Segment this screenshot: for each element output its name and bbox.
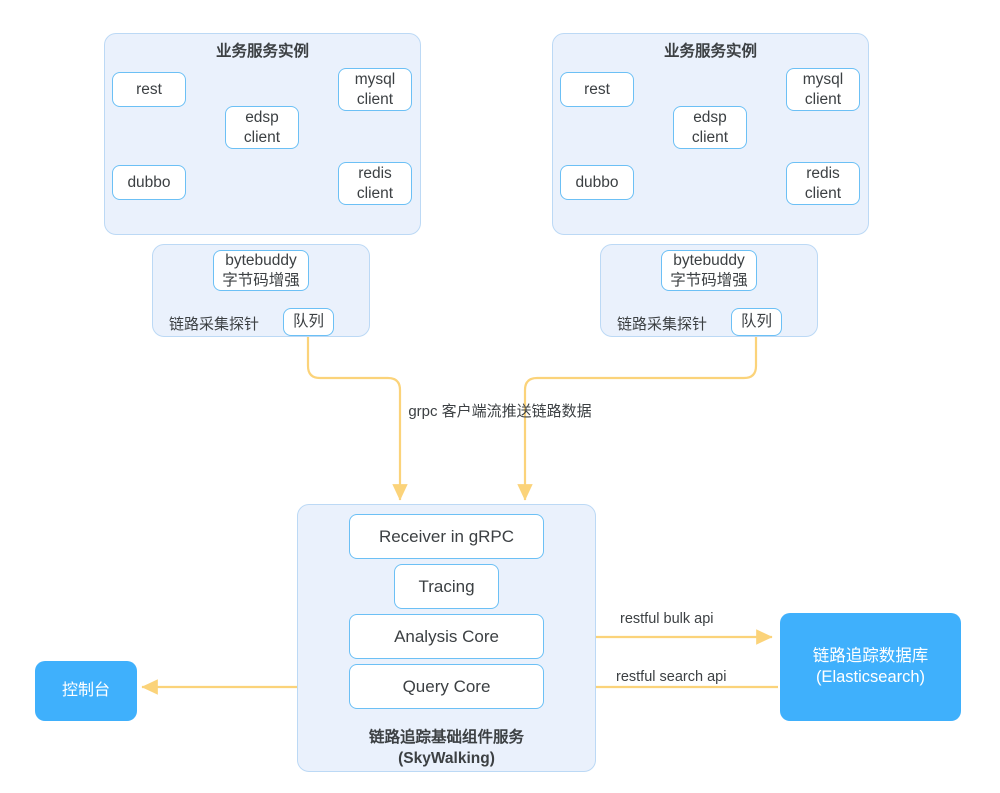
queue-box-1[interactable]: 队列 (283, 308, 334, 336)
probe-caption-2: 链路采集探针 (617, 316, 708, 333)
edsp-client-label-line2-2: client (691, 128, 729, 146)
mysql-client-label-line1-2: mysql (802, 70, 844, 88)
bytebuddy-label-line2-2: 字节码增强 (670, 271, 748, 289)
skywalking-caption: 链路追踪基础组件服务 (SkyWalking) (297, 728, 596, 770)
redis-client-label-line2-1: client (356, 184, 394, 202)
edsp-client-label-line1-1: edsp (245, 108, 279, 126)
receiver-in-grpc-module[interactable]: Receiver in gRPC (349, 514, 544, 559)
mysql-client-label-line2-1: client (356, 90, 394, 108)
console-box[interactable]: 控制台 (35, 661, 137, 721)
rest-component-1[interactable]: rest (112, 72, 186, 107)
rest-component-2[interactable]: rest (560, 72, 634, 107)
bytebuddy-label-line1-1: bytebuddy (225, 251, 297, 269)
search-api-edge-label: restful search api (616, 669, 727, 685)
skywalking-caption-line1: 链路追踪基础组件服务 (368, 729, 524, 746)
queue-label-2: 队列 (740, 313, 772, 331)
bytebuddy-label-line2-1: 字节码增强 (222, 271, 300, 289)
dubbo-component-label-2: dubbo (575, 173, 619, 191)
redis-client-label-line2-2: client (804, 184, 842, 202)
query-core-module[interactable]: Query Core (349, 664, 544, 709)
edsp-client-label-line2-1: client (243, 128, 281, 146)
console-label: 控制台 (61, 681, 110, 699)
dubbo-component-2[interactable]: dubbo (560, 165, 634, 200)
skywalking-caption-line2: (SkyWalking) (398, 749, 495, 767)
rest-component-label-1: rest (136, 80, 162, 98)
dubbo-component-1[interactable]: dubbo (112, 165, 186, 200)
analysis-core-label: Analysis Core (394, 626, 499, 646)
trace-database-box[interactable]: 链路追踪数据库 (Elasticsearch) (780, 613, 961, 721)
redis-client-label-line1-1: redis (358, 164, 392, 182)
analysis-core-module[interactable]: Analysis Core (349, 614, 544, 659)
bytebuddy-box-2[interactable]: bytebuddy 字节码增强 (661, 250, 757, 291)
redis-client-component-2[interactable]: redis client (786, 162, 860, 205)
trace-database-label-line1: 链路追踪数据库 (812, 646, 929, 665)
redis-client-component-1[interactable]: redis client (338, 162, 412, 205)
service-instance-caption-1: 业务服务实例 (215, 43, 309, 60)
rest-component-label-2: rest (584, 80, 610, 98)
receiver-in-grpc-label: Receiver in gRPC (378, 526, 515, 546)
edsp-client-component-1[interactable]: edsp client (225, 106, 299, 149)
edsp-client-component-2[interactable]: edsp client (673, 106, 747, 149)
edsp-client-label-line1-2: edsp (693, 108, 727, 126)
tracing-module[interactable]: Tracing (394, 564, 499, 609)
trace-database-label-line2: (Elasticsearch) (815, 668, 926, 686)
queue-box-2[interactable]: 队列 (731, 308, 782, 336)
bytebuddy-label-line1-2: bytebuddy (673, 251, 745, 269)
redis-client-label-line1-2: redis (806, 164, 840, 182)
bytebuddy-box-1[interactable]: bytebuddy 字节码增强 (213, 250, 309, 291)
bulk-api-edge-label: restful bulk api (620, 611, 714, 627)
dubbo-component-label-1: dubbo (127, 173, 171, 191)
mysql-client-component-2[interactable]: mysql client (786, 68, 860, 111)
mysql-client-label-line1-1: mysql (354, 70, 396, 88)
service-instance-caption-2: 业务服务实例 (663, 43, 757, 60)
query-core-label: Query Core (402, 676, 491, 696)
mysql-client-label-line2-2: client (804, 90, 842, 108)
mysql-client-component-1[interactable]: mysql client (338, 68, 412, 111)
grpc-stream-label: grpc 客户端流推送链路数据 (408, 403, 592, 420)
probe-caption-1: 链路采集探针 (169, 316, 260, 333)
tracing-label: Tracing (418, 576, 475, 596)
queue-label-1: 队列 (292, 313, 324, 331)
